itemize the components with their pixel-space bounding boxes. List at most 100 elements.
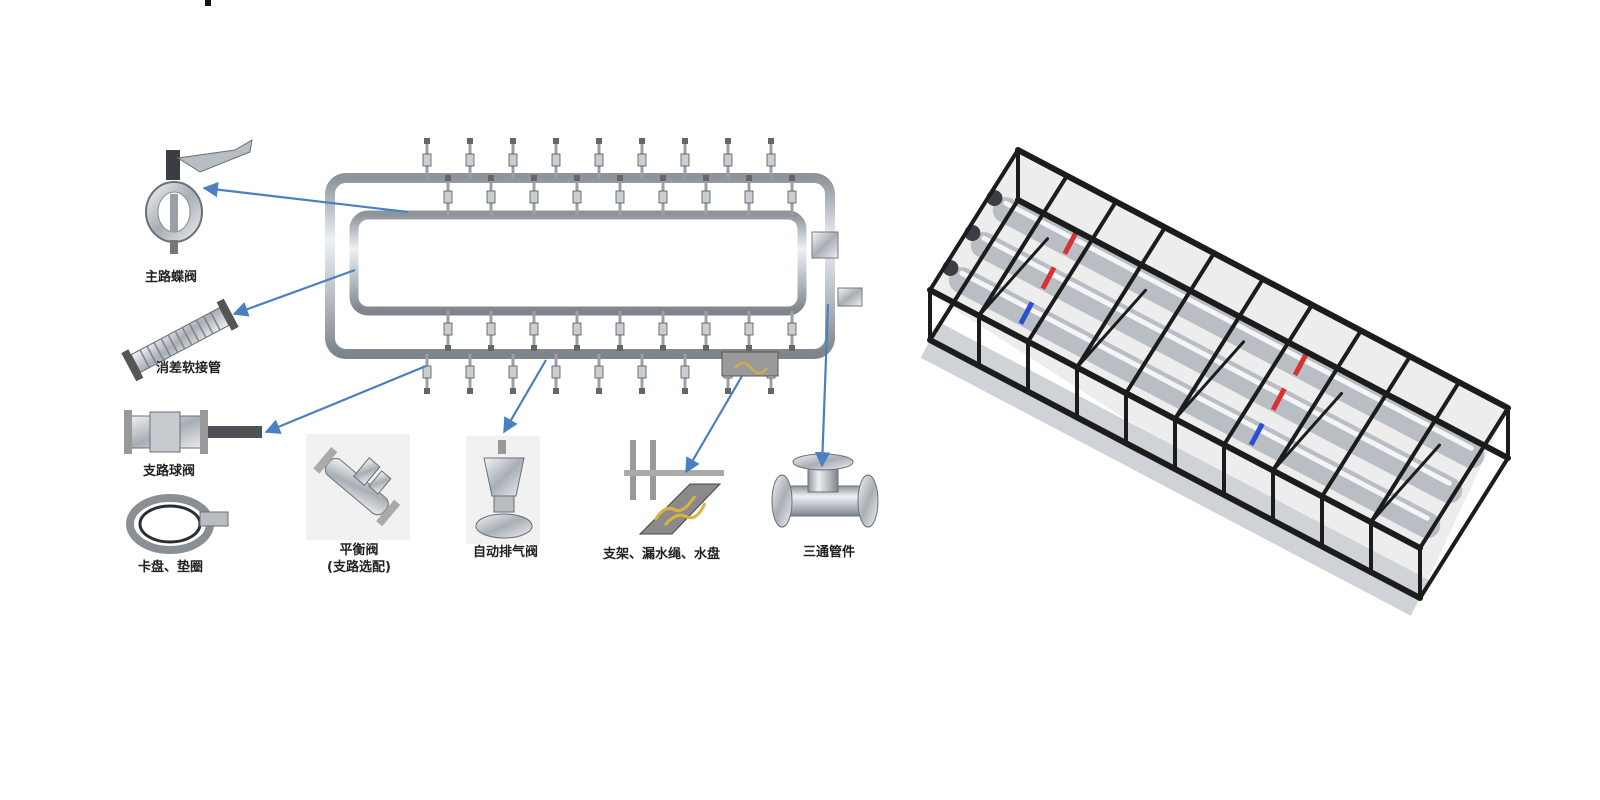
marker-band [1018,301,1035,325]
branch-cap [553,138,559,144]
skid-frame-3d [920,147,1511,616]
branch-cap [574,345,580,351]
branch-valve [744,190,754,204]
arrow-ball-valve [264,364,427,434]
frame-beam [1173,277,1265,421]
branch-cap [746,175,752,181]
branch-valve [572,190,582,204]
branch-valve [723,153,733,167]
branch-valve [615,322,625,336]
label-tee-fitting: 三通管件 [803,545,856,560]
marker-band [1292,352,1309,377]
branch-valve [787,190,797,204]
branch-cap [746,345,752,351]
branch-valve [637,365,647,379]
branch-cap [424,138,430,144]
marker-band [1270,387,1287,412]
branch-valve [572,322,582,336]
label-branch-ball-valve: 支路球阀 [143,464,196,479]
branch-cap [467,138,473,144]
branch-valve-group [422,138,797,394]
label-bracket-drip: 支架、漏水绳、水盘 [603,547,721,562]
branch-valve [637,153,647,167]
branch-valve [615,190,625,204]
branch-cap [768,388,774,394]
label-balance-valve: 平衡阀 (支路选配) [325,542,393,576]
label-flexible-connector: 消差软接管 [156,361,222,376]
frame-beam [1271,392,1343,473]
top-edge-mark [205,0,211,6]
branch-cap [703,345,709,351]
branch-valve [443,190,453,204]
branch-valve [529,190,539,204]
branch-cap [510,388,516,394]
label-auto-air-vent: 自动排气阀 [473,545,539,560]
outlet-fitting [837,287,863,307]
branch-valve [508,365,518,379]
branch-cap [682,138,688,144]
frame-beam [928,148,1020,292]
bracket-drip-tray-icon [624,440,724,535]
marker-band [1040,266,1057,290]
branch-cap [510,138,516,144]
branch-valve [594,365,604,379]
branch-valve [680,365,690,379]
branch-valve [465,153,475,167]
branch-cap [488,345,494,351]
flexible-connector-icon [121,298,239,382]
branch-cap [660,345,666,351]
clamp-gasket-icon [126,494,229,554]
branch-cap [682,388,688,394]
tee-fitting-icon [771,453,879,528]
frame-beam [1369,380,1461,525]
frame-beam [1124,251,1216,396]
arrow-bracket [685,375,743,474]
branch-cap [617,175,623,181]
branch-cap [596,138,602,144]
branch-valve [422,153,432,167]
frame-beam [977,173,1069,318]
label-balance-valve-note: (支路选配) [327,560,391,575]
branch-valve [486,190,496,204]
drip-tray-unit [721,351,779,377]
branch-valve [508,153,518,167]
frame-beam [977,237,1049,318]
branch-cap [596,388,602,394]
branch-cap [467,388,473,394]
branch-valve [594,153,604,167]
manifold-assembly [325,138,863,394]
branch-valve [658,190,668,204]
balance-valve-icon [306,434,410,540]
frame-beam [1320,354,1412,499]
frame-beams [927,147,1511,601]
arrow-flexible-connector [232,268,356,317]
frame-beam [1075,288,1147,369]
butterfly-valve-icon [145,139,253,254]
inner-pipe-loop [349,210,807,316]
branch-valve [787,322,797,336]
branch-valve [443,322,453,336]
ball-valve-icon [124,410,262,454]
frame-beam [1418,406,1510,550]
label-main-butterfly-valve: 主路蝶阀 [145,270,198,285]
header-highlight [1003,200,1474,451]
branch-cap [424,388,430,394]
arrow-butterfly-valve [202,181,409,214]
branch-cap [789,175,795,181]
branch-valve [701,322,711,336]
branch-valve [529,322,539,336]
frame-beam [1271,328,1363,473]
branch-cap [553,388,559,394]
label-clamp-gasket: 卡盘、垫圈 [138,560,204,575]
branch-cap [531,175,537,181]
branch-cap [445,175,451,181]
arrow-air-vent [503,359,547,434]
frame-beam [1222,302,1314,447]
branch-cap [660,175,666,181]
auto-air-vent-icon [466,436,540,544]
frame-beam [1026,199,1118,344]
branch-cap [639,138,645,144]
branch-valve [766,153,776,167]
branch-cap [725,138,731,144]
